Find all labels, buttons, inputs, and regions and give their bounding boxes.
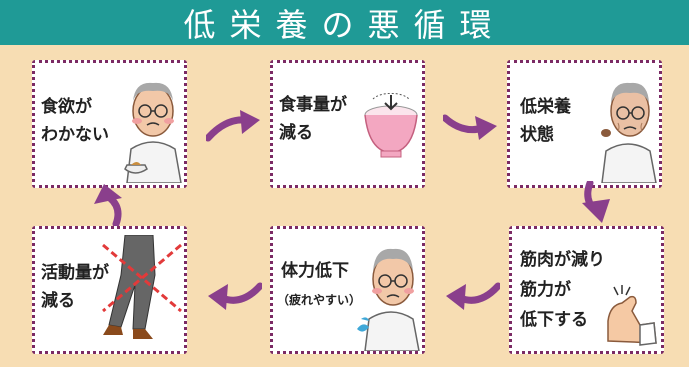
weak-arm-icon xyxy=(607,285,657,346)
arrow-right-icon xyxy=(443,114,497,140)
card-no-appetite: 食欲が わかない xyxy=(32,60,187,188)
elderly-man-no-appetite-icon xyxy=(124,82,182,183)
card-label: 筋肉が減り 筋力が 低下する xyxy=(520,250,605,330)
card-label: 食事量が 減る xyxy=(279,95,347,143)
card-muscle-loss: 筋肉が減り 筋力が 低下する xyxy=(509,226,664,354)
arrow-left-icon xyxy=(446,282,500,310)
elderly-man-tired-icon xyxy=(357,248,420,351)
title-bar: 低栄養の悪循環 xyxy=(0,0,689,45)
card-label: 体力低下 xyxy=(281,261,349,281)
legs-crossed-out-icon xyxy=(102,235,182,339)
rice-bowl-icon xyxy=(364,93,418,158)
card-label: 食欲が わかない xyxy=(41,97,109,145)
diagram-title: 低栄養の悪循環 xyxy=(183,5,506,44)
arrow-up-icon xyxy=(94,184,122,226)
card-less-food: 食事量が 減る xyxy=(270,60,425,188)
card-sublabel: （疲れやすい） xyxy=(277,293,362,307)
elderly-man-weak-icon xyxy=(601,82,657,183)
card-less-activity: 活動量が 減る xyxy=(32,226,187,354)
arrow-left-icon xyxy=(208,282,262,310)
card-label: 低栄養 状態 xyxy=(520,97,571,145)
card-label: 活動量が 減る xyxy=(41,263,109,311)
arrow-right-icon xyxy=(206,110,260,142)
card-malnutrition: 低栄養 状態 xyxy=(507,60,662,188)
card-stamina-decline: 体力低下 （疲れやすい） xyxy=(270,226,425,354)
arrow-down-icon xyxy=(582,181,610,223)
